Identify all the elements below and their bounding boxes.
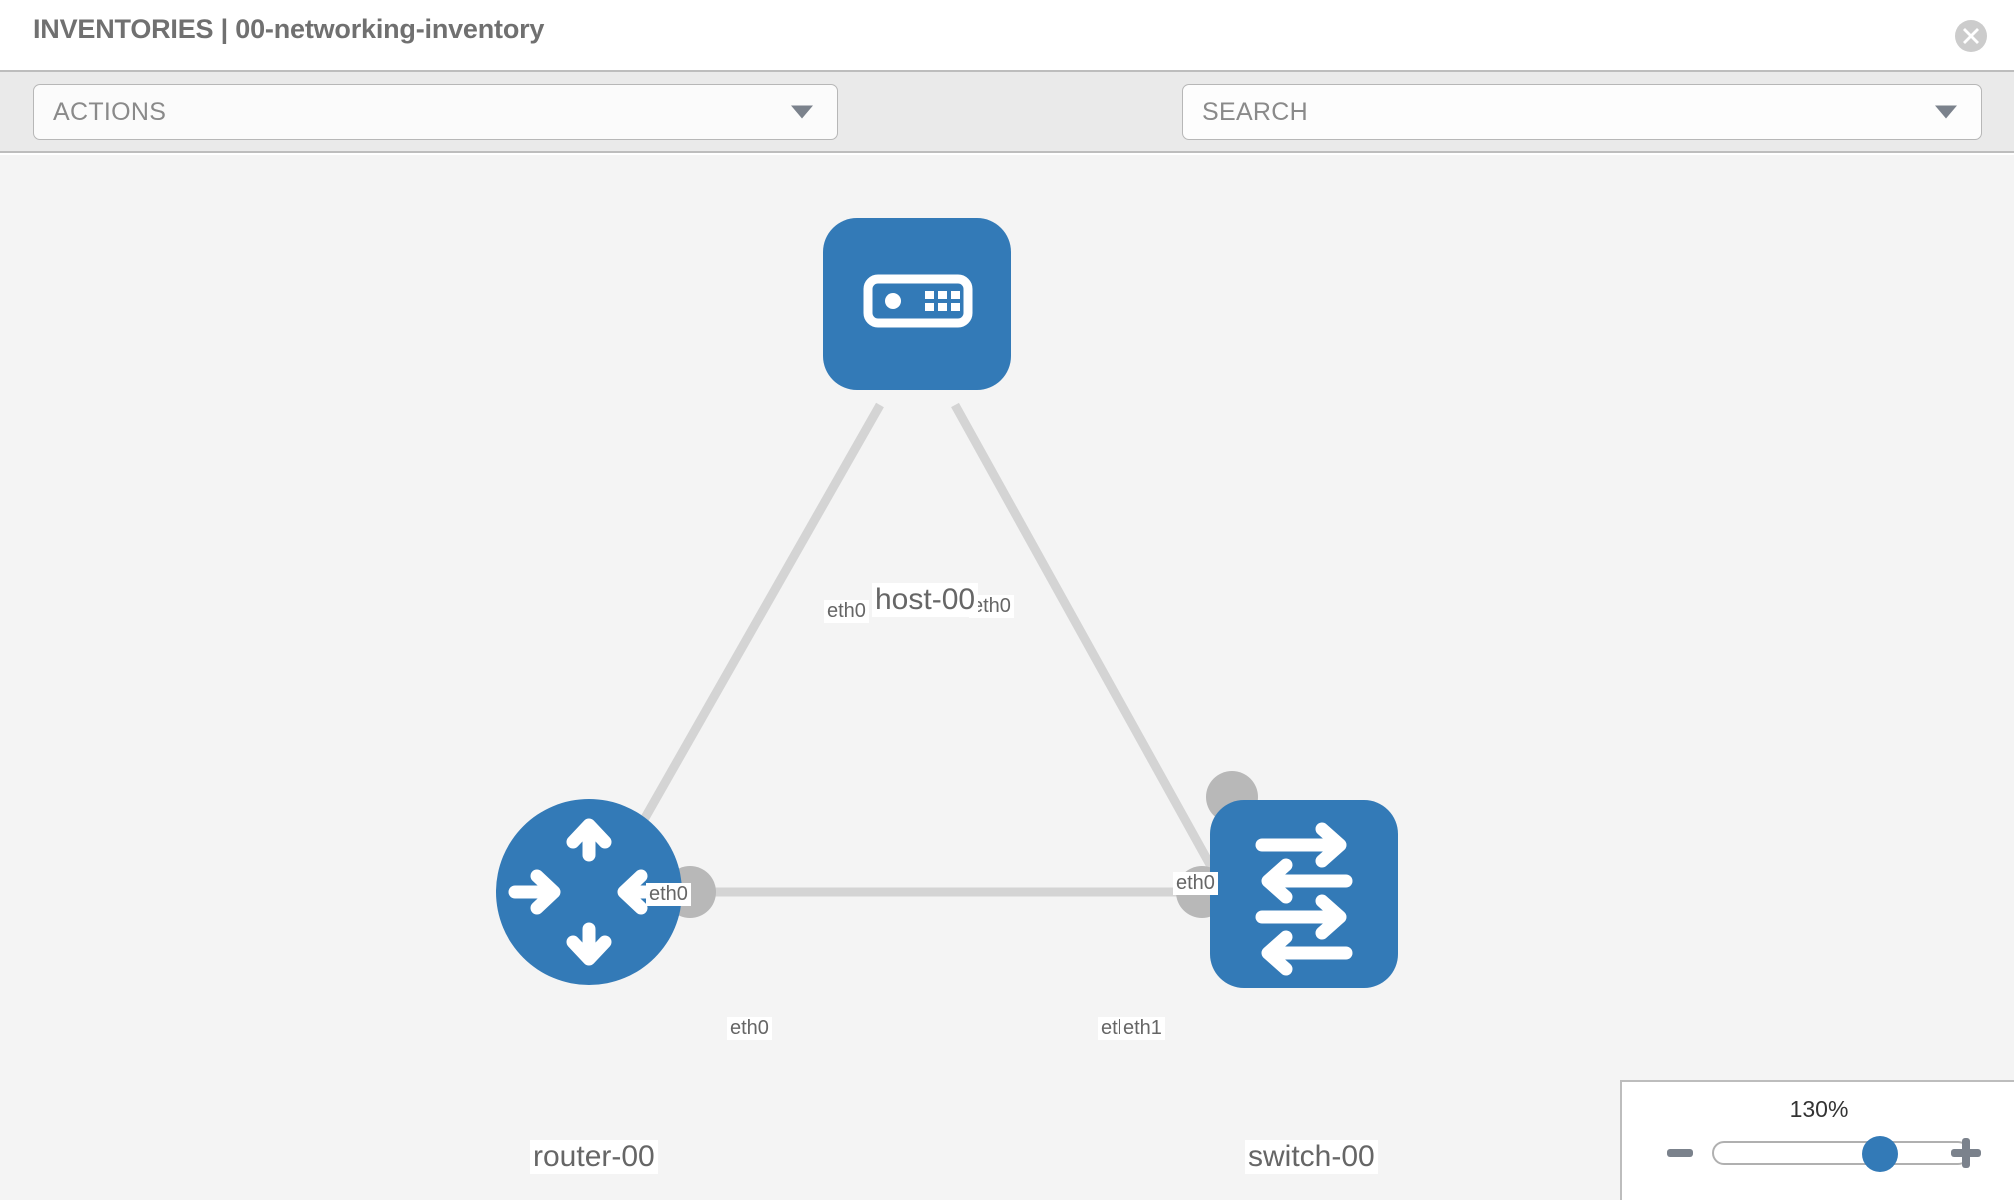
zoom-level-label: 130% — [1789, 1096, 1849, 1122]
edge-label-host00-router00-near: eth0 — [824, 600, 869, 623]
minus-icon[interactable] — [1667, 1149, 1693, 1157]
edge-label-router00-host00-near: eth0 — [646, 883, 691, 906]
zoom-control-panel: 130% — [1620, 1080, 2014, 1200]
node-host-00[interactable] — [823, 218, 1011, 390]
edge-label-host00-switch00-near: eth0 — [969, 595, 1014, 618]
node-router-00[interactable] — [496, 799, 682, 985]
edge-label-router00-eth0: eth0 — [727, 1017, 772, 1040]
plus-icon[interactable] — [1951, 1138, 1981, 1168]
zoom-slider[interactable] — [1712, 1136, 1970, 1172]
edge-label-switch00-partial: etl — [1098, 1017, 1126, 1040]
topology-graph — [496, 218, 1398, 988]
actions-dropdown[interactable]: ACTIONS — [33, 84, 838, 140]
chevron-down-icon[interactable] — [1935, 105, 1957, 119]
edge-host00-router00 — [596, 402, 884, 900]
node-label-switch-00: switch-00 — [1245, 1140, 1378, 1174]
node-label-router-00: router-00 — [530, 1140, 658, 1174]
node-label-host-00: host-00 — [872, 583, 979, 617]
switch-arrows-icon — [1255, 822, 1353, 976]
page-title: INVENTORIES | 00-networking-inventory — [33, 14, 545, 44]
zoom-slider-thumb[interactable] — [1862, 1136, 1898, 1172]
router-arrows-icon — [508, 818, 670, 966]
node-switch-00[interactable] — [1210, 800, 1398, 988]
actions-dropdown-label: ACTIONS — [53, 98, 167, 126]
chevron-down-icon — [791, 105, 813, 119]
topology-canvas[interactable]: eth0 eth0 eth0 eth0 eth0 etl eth1 host-0… — [0, 155, 2014, 1200]
edge-label-switch00-host00-near: eth0 — [1173, 872, 1218, 895]
server-icon — [863, 274, 973, 328]
page-header: INVENTORIES | 00-networking-inventory — [0, 0, 2014, 70]
search-input[interactable]: SEARCH — [1182, 84, 1982, 140]
toolbar: ACTIONS SEARCH — [0, 70, 2014, 212]
close-icon[interactable] — [1955, 20, 1987, 52]
search-placeholder: SEARCH — [1202, 98, 1308, 126]
edge-label-switch00-eth1: eth1 — [1120, 1017, 1165, 1040]
edge-host00-switch00 — [951, 402, 1232, 900]
edge-layer — [596, 402, 1232, 900]
